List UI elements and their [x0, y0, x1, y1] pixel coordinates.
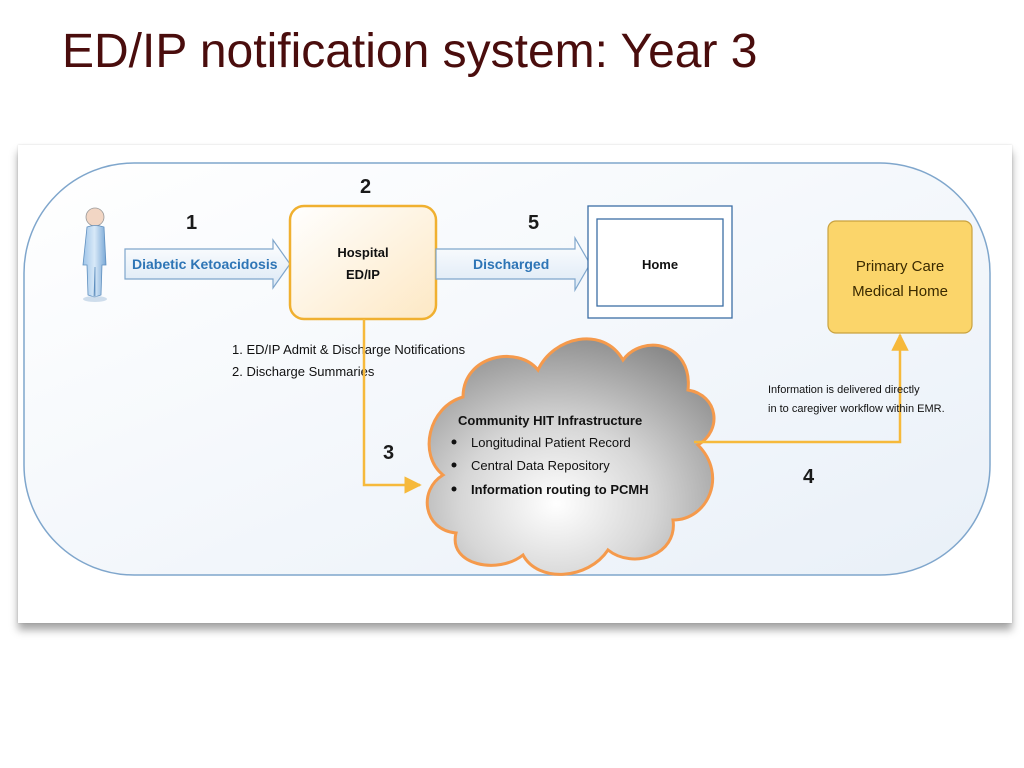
discharge-arrow: [435, 235, 591, 293]
hospital-label-line1: Hospital: [337, 245, 388, 260]
hospital-label-line2: ED/IP: [346, 267, 380, 282]
pcmh-label-line2: Medical Home: [852, 283, 948, 300]
step-1-label: 1: [186, 212, 197, 234]
cloud-bullet-1: [451, 439, 457, 445]
hospital-box: [288, 204, 438, 321]
pcmh-box: [827, 220, 973, 334]
connector-hospital-to-cloud: [362, 319, 422, 494]
pcmh-label-line1: Primary Care: [856, 258, 944, 275]
diagram-figure: 1 2 5 3 4 Diabetic Ketoacidosis Hospital…: [18, 145, 1012, 623]
admission-arrow-label: Diabetic Ketoacidosis: [132, 256, 278, 272]
notification-item-2: 2. Discharge Summaries: [232, 364, 375, 379]
cloud-bullet-2: [451, 462, 457, 468]
info-note-line2: in to caregiver workflow within EMR.: [768, 403, 945, 415]
home-box-inner: [596, 218, 724, 307]
community-hit-cloud: [425, 337, 716, 576]
slide-title: ED/IP notification system: Year 3: [62, 25, 758, 78]
info-note-line1: Information is delivered directly: [768, 384, 920, 396]
discharge-arrow-label: Discharged: [473, 256, 549, 272]
cloud-item-3: Information routing to PCMH: [471, 482, 649, 497]
cloud-title: Community HIT Infrastructure: [458, 413, 642, 428]
step-3-label: 3: [383, 442, 394, 464]
cloud-item-1: Longitudinal Patient Record: [471, 435, 631, 450]
cloud-item-2: Central Data Repository: [471, 458, 610, 473]
cloud-bullet-3: [451, 486, 457, 492]
step-4-label: 4: [803, 466, 815, 488]
patient-icon: [82, 207, 107, 302]
connector-cloud-to-pcmh: [694, 333, 909, 444]
notification-item-1: 1. ED/IP Admit & Discharge Notifications: [232, 342, 466, 357]
step-5-label: 5: [528, 212, 539, 234]
admission-arrow: [124, 238, 291, 290]
step-2-label: 2: [360, 176, 371, 198]
home-label: Home: [642, 257, 678, 272]
